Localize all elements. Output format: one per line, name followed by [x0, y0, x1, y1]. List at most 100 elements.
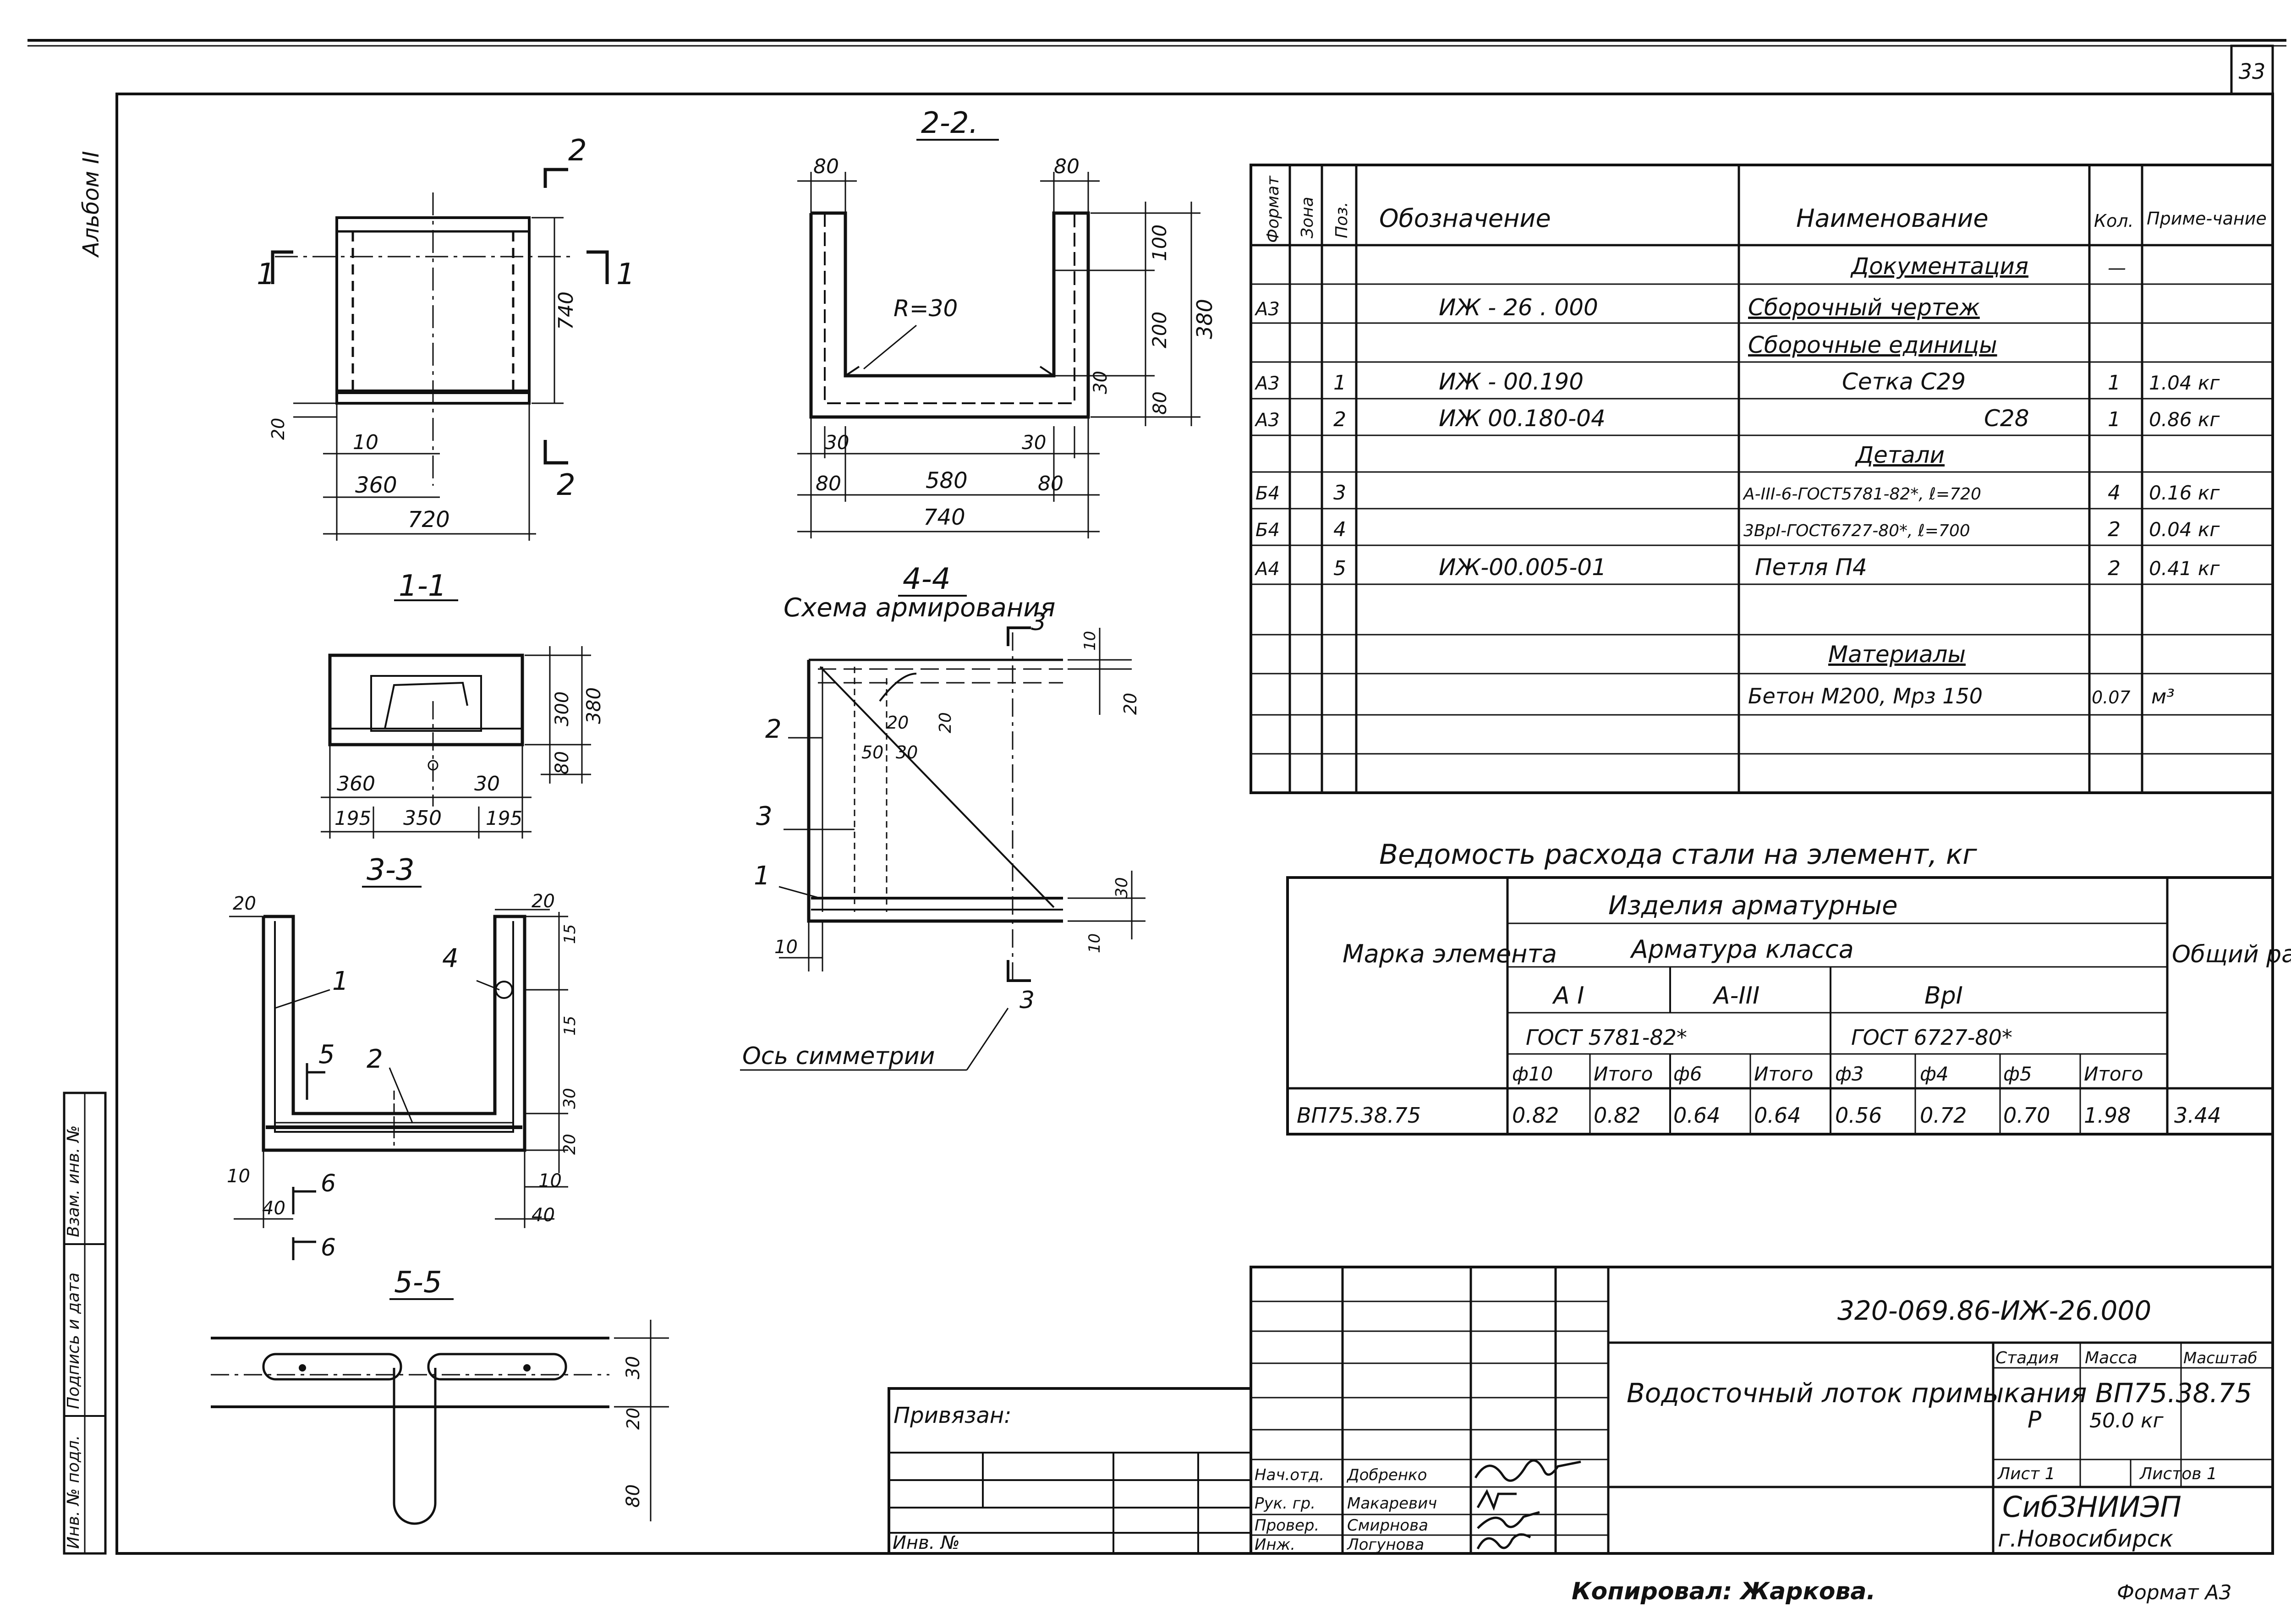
svg-text:Нач.отд.: Нач.отд.	[1255, 1466, 1324, 1484]
steel-h-total: Общий расход	[2172, 941, 2291, 968]
steel-h-aiii: А-III	[1712, 982, 1759, 1010]
svg-text:0.82: 0.82	[1512, 1103, 1559, 1128]
svg-text:360: 360	[355, 472, 397, 498]
svg-text:Лист 1: Лист 1	[1997, 1465, 2055, 1483]
steel-h-items: Изделия арматурные	[1608, 891, 1898, 921]
album-label: Альбом II	[78, 151, 104, 258]
svg-text:0.56: 0.56	[1835, 1103, 1882, 1128]
svg-text:80: 80	[1054, 155, 1080, 178]
privyazan-label: Привязан:	[893, 1403, 1011, 1428]
svg-text:740: 740	[923, 505, 965, 530]
svg-text:20: 20	[560, 1134, 579, 1155]
svg-text:300: 300	[552, 691, 573, 726]
svg-text:350: 350	[403, 807, 442, 830]
section-1-1: 1-1 300 380 80 360 30 195 350 195	[321, 569, 605, 839]
spec-h-designation: Обозначение	[1379, 204, 1551, 233]
svg-text:15: 15	[561, 924, 579, 944]
svg-text:30: 30	[1022, 431, 1046, 454]
svg-text:А3: А3	[1254, 299, 1280, 320]
svg-text:2: 2	[765, 714, 782, 744]
section-5-5: 5-5 30 20 80	[211, 1266, 669, 1525]
svg-text:ф5: ф5	[2003, 1063, 2032, 1085]
svg-text:R=30: R=30	[893, 295, 958, 322]
svg-text:380: 380	[1192, 299, 1217, 339]
plan-view: 1 1 2 2 740 20 10 360 720	[257, 134, 635, 541]
svg-text:1: 1	[257, 258, 275, 291]
steel-h-gost1: ГОСТ 5781-82*	[1526, 1025, 1687, 1050]
svg-text:5: 5	[318, 1040, 335, 1070]
svg-text:Б4: Б4	[1255, 520, 1280, 541]
svg-text:3.44: 3.44	[2174, 1103, 2221, 1128]
svg-text:С28: С28	[1984, 405, 2029, 432]
spec-row-name: Документация	[1850, 253, 2028, 280]
section-title-2-2: 2-2.	[921, 106, 978, 140]
svg-text:Петля П4: Петля П4	[1755, 554, 1867, 581]
section-title-5-5: 5-5	[394, 1266, 442, 1300]
svg-text:80: 80	[1150, 391, 1171, 415]
section-4-4: 4-4 Схема армирования 3 3 2 3 1 20 50 30…	[740, 562, 1146, 1071]
svg-text:А3: А3	[1254, 410, 1280, 431]
sheet-number: 33	[2239, 59, 2266, 84]
spec-h-zone: Зона	[1298, 197, 1317, 238]
axis-symmetry-label: Ось симметрии	[742, 1042, 935, 1070]
section-title-4-4: 4-4	[903, 562, 951, 596]
svg-text:Добренко: Добренко	[1346, 1466, 1427, 1484]
organization-city: г.Новосибирск	[1998, 1525, 2173, 1552]
format-label: Формат А3	[2117, 1581, 2232, 1604]
svg-text:Сборочные единицы: Сборочные единицы	[1748, 332, 1997, 358]
svg-text:2: 2	[2108, 518, 2121, 541]
svg-text:80: 80	[623, 1484, 644, 1508]
svg-text:2: 2	[568, 134, 587, 168]
svg-text:ИЖ - 26 . 000: ИЖ - 26 . 000	[1439, 294, 1598, 321]
svg-text:20: 20	[936, 712, 955, 733]
svg-text:40: 40	[532, 1205, 555, 1226]
svg-text:10: 10	[1085, 933, 1104, 953]
steel-h-vri: ВрI	[1924, 982, 1963, 1010]
svg-text:80: 80	[816, 472, 841, 495]
svg-text:0.64: 0.64	[1673, 1103, 1720, 1128]
spec-h-pos: Поз.	[1332, 202, 1351, 238]
drawing-code: 320-069.86-ИЖ-26.000	[1837, 1295, 2151, 1326]
svg-text:30: 30	[896, 742, 918, 763]
drawing-title: Водосточный лоток примыкания ВП75.38.75	[1627, 1377, 2252, 1409]
section-2-2: 2-2. R=30 80 80 100 200 380 30 80 30 30	[797, 106, 1217, 538]
steel-h-gost2: ГОСТ 6727-80*	[1851, 1025, 2012, 1050]
svg-text:Масштаб: Масштаб	[2183, 1349, 2258, 1367]
svg-text:—: —	[2108, 258, 2126, 279]
steel-table-title: Ведомость расхода стали на элемент, кг	[1379, 839, 1977, 871]
svg-text:6: 6	[321, 1170, 336, 1197]
svg-text:3: 3	[1031, 609, 1046, 636]
copied-by: Копировал: Жаркова.	[1572, 1578, 1875, 1605]
section-title-3-3: 3-3	[367, 853, 415, 887]
svg-text:Инж.: Инж.	[1255, 1536, 1295, 1554]
svg-text:1: 1	[616, 258, 635, 291]
svg-text:40: 40	[262, 1198, 285, 1219]
svg-text:0.72: 0.72	[1920, 1103, 1967, 1128]
svg-text:10: 10	[538, 1170, 562, 1191]
svg-text:0.86 кг: 0.86 кг	[2149, 408, 2220, 431]
section-4-4-caption: Схема армирования	[784, 593, 1055, 623]
svg-text:Итого: Итого	[2084, 1063, 2143, 1085]
svg-text:80: 80	[552, 751, 573, 774]
svg-text:1: 1	[754, 861, 770, 891]
svg-text:ф3: ф3	[1835, 1063, 1864, 1085]
svg-text:0.04 кг: 0.04 кг	[2149, 518, 2220, 541]
title-block: 320-069.86-ИЖ-26.000 Водосточный лоток п…	[888, 1266, 2274, 1555]
svg-text:10: 10	[353, 431, 378, 454]
svg-text:1: 1	[2108, 371, 2121, 395]
svg-text:20: 20	[1120, 693, 1140, 715]
svg-text:2: 2	[1333, 408, 1346, 431]
svg-text:Масса: Масса	[2085, 1349, 2138, 1367]
svg-text:10: 10	[1081, 631, 1099, 651]
steel-h-ai: А I	[1552, 982, 1584, 1010]
svg-text:1: 1	[2108, 408, 2121, 431]
svg-text:20: 20	[233, 893, 256, 914]
svg-text:ф10: ф10	[1512, 1063, 1553, 1085]
organization: СибЗНИИЭП	[2002, 1490, 2181, 1524]
svg-text:4: 4	[2108, 481, 2121, 505]
svg-text:30: 30	[1090, 371, 1111, 394]
svg-text:Детали: Детали	[1855, 442, 1945, 468]
svg-text:Сетка С29: Сетка С29	[1842, 368, 1966, 395]
strip-replace-inv: Взам. инв. №	[64, 1125, 83, 1237]
